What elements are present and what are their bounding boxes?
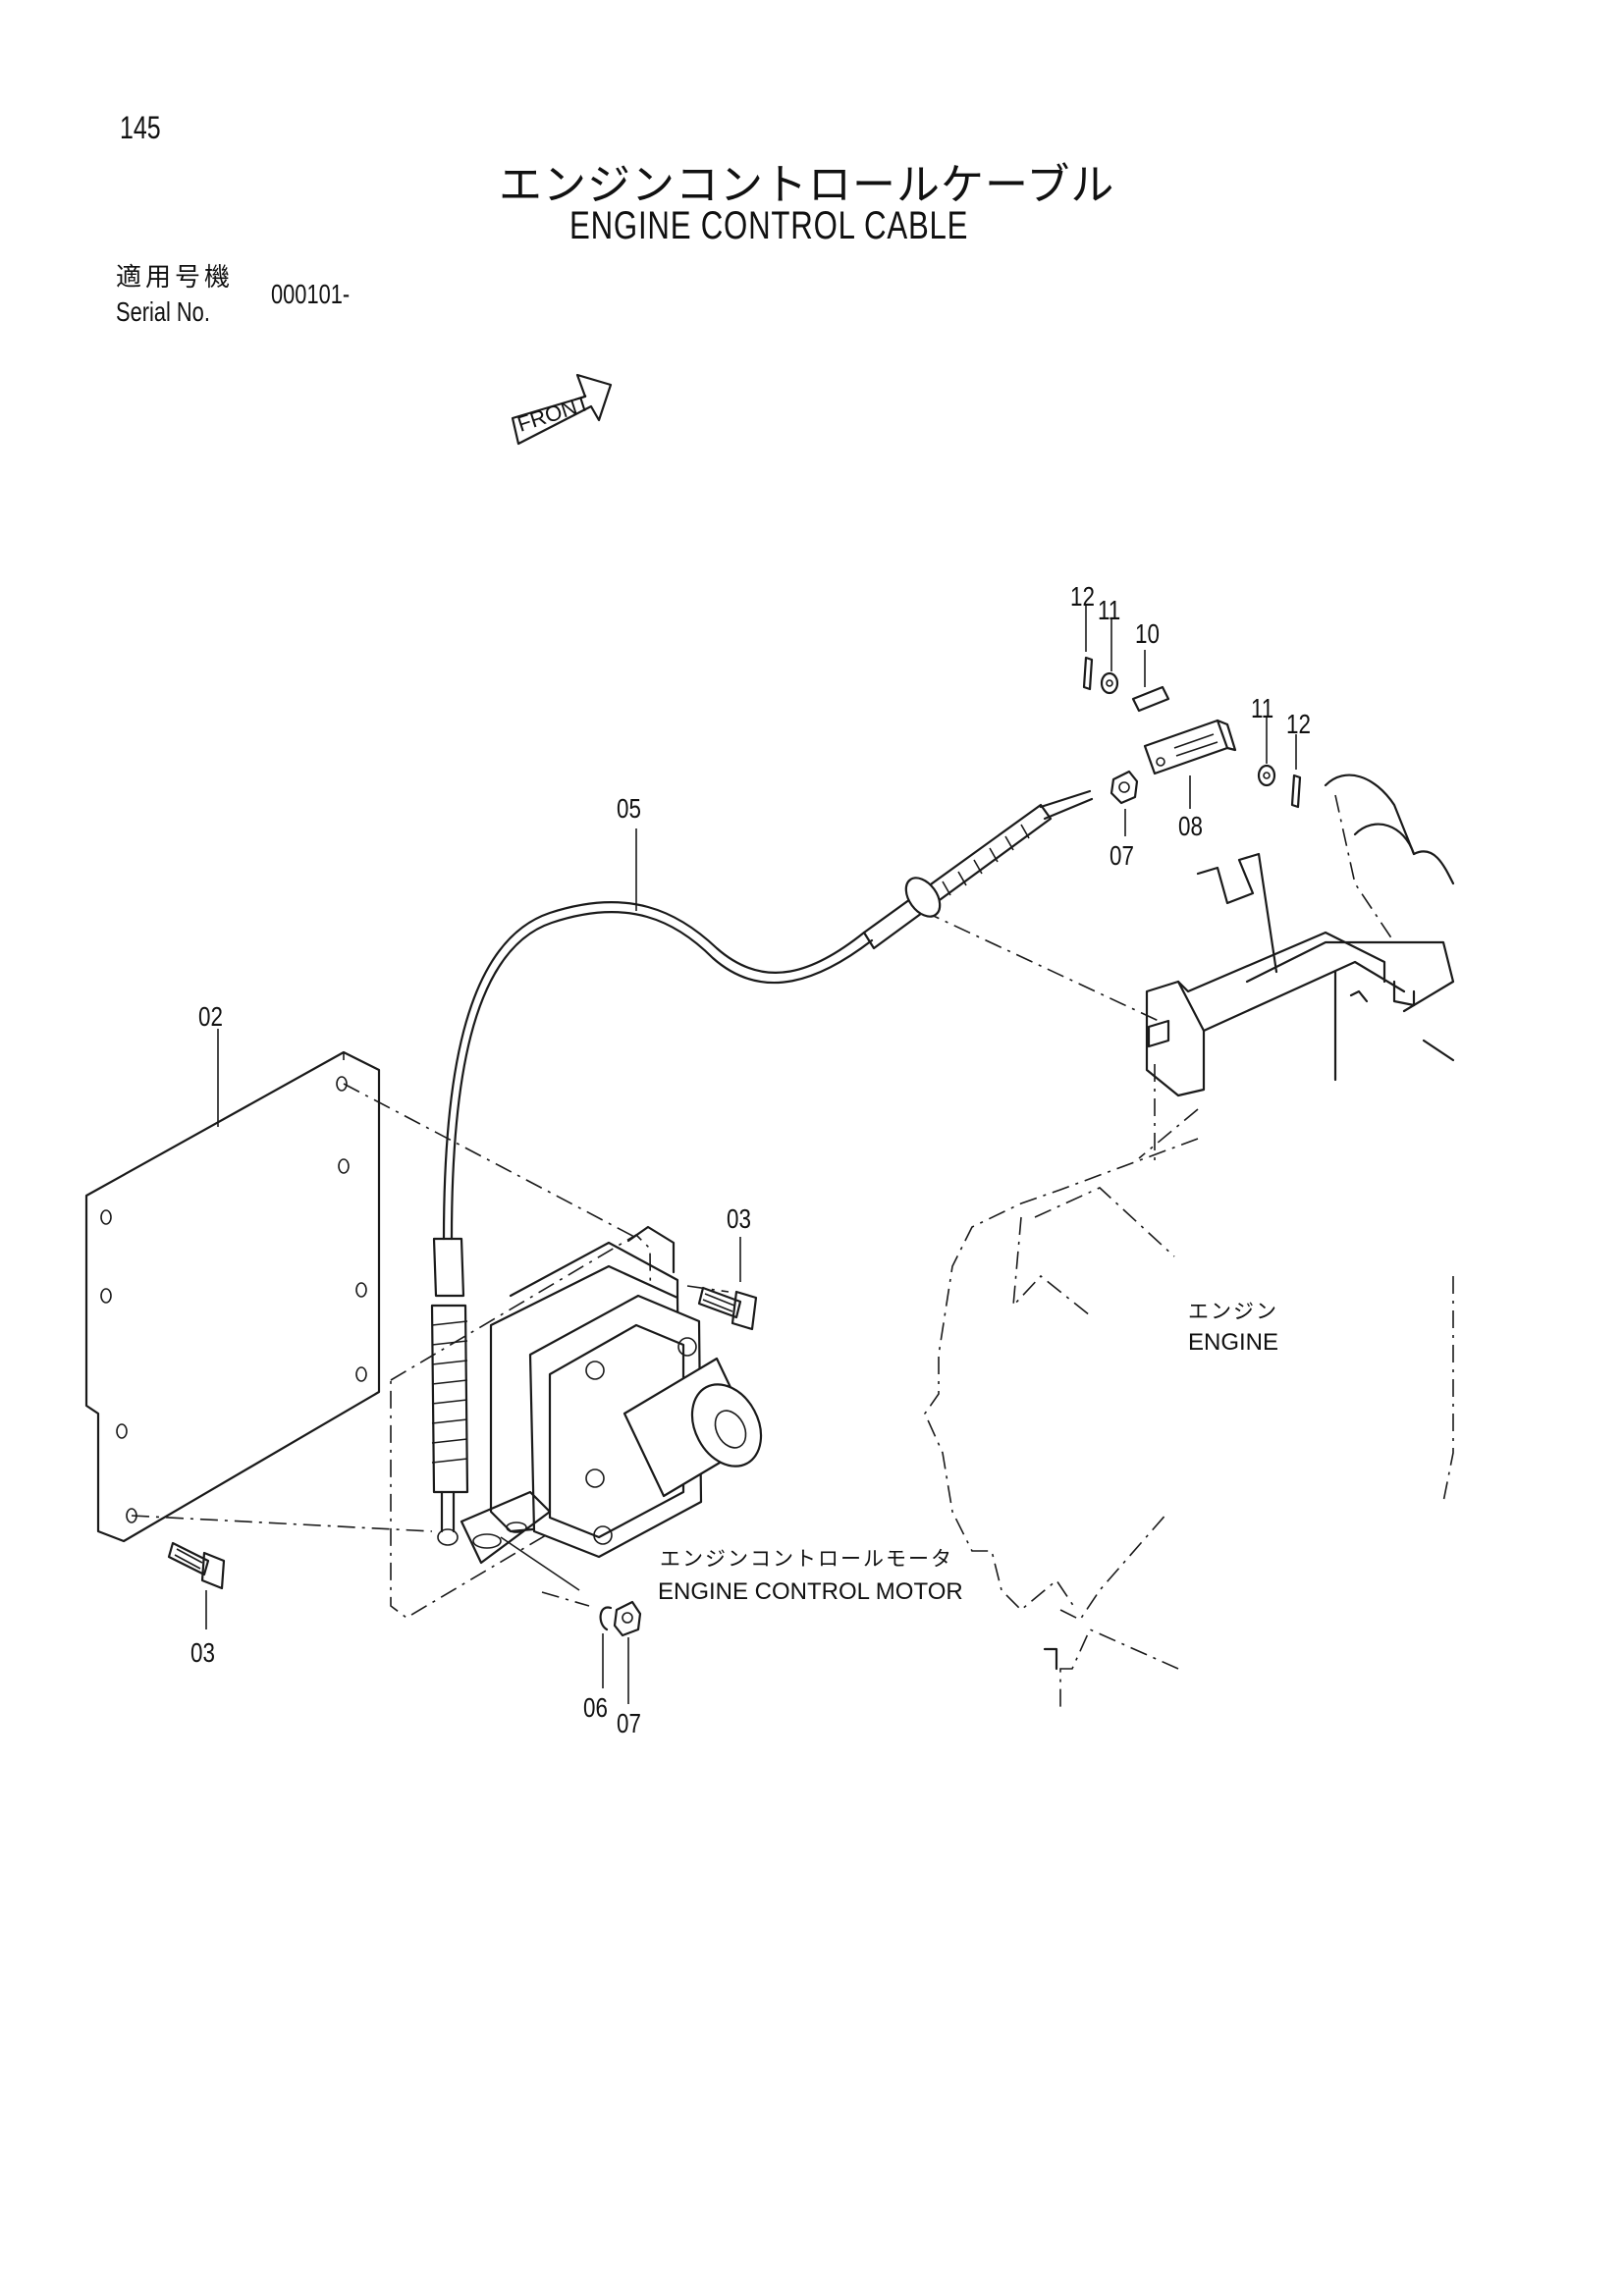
- front-arrow-label: FRONT: [514, 391, 593, 437]
- snap-ring-06: [599, 1606, 613, 1631]
- callout-08: 08: [1178, 811, 1203, 841]
- cotter-pin-12-left: [1082, 656, 1094, 691]
- bolt-03-lower: [167, 1541, 226, 1590]
- title-english: ENGINE CONTROL CABLE: [569, 204, 969, 247]
- front-arrow-icon: FRONT: [511, 373, 613, 446]
- engine-outline: [924, 1138, 1454, 1708]
- motor-label-japanese: エンジンコントロールモータ: [660, 1547, 953, 1571]
- page-number: 145: [120, 110, 161, 145]
- serial-label-japanese: 適用号機: [116, 263, 235, 293]
- callout-11-left: 11: [1098, 595, 1121, 625]
- serial-label-english: Serial No.: [116, 296, 210, 327]
- callout-07-lower: 07: [617, 1708, 641, 1738]
- control-plate-02: [84, 1050, 381, 1543]
- washer-11-left: [1100, 671, 1119, 695]
- engine-bracket: [1145, 774, 1455, 1097]
- callout-11-right: 11: [1251, 693, 1274, 723]
- title-japanese: エンジンコントロールケーブル: [499, 160, 1115, 210]
- nut-07-upper: [1110, 770, 1139, 805]
- callout-02: 02: [198, 1001, 223, 1032]
- serial-number-value: 000101-: [271, 279, 351, 309]
- nut-07-lower: [613, 1600, 642, 1637]
- callout-07-upper: 07: [1110, 840, 1134, 871]
- pin-10: [1131, 685, 1170, 713]
- engine-label-english: ENGINE: [1188, 1329, 1279, 1356]
- clevis-08: [1143, 719, 1237, 775]
- callout-12-right: 12: [1286, 709, 1311, 739]
- callout-05: 05: [617, 793, 641, 824]
- bolt-03-upper: [697, 1286, 758, 1331]
- engine-control-motor: [390, 1225, 763, 1619]
- callout-10: 10: [1135, 618, 1160, 649]
- engine-label-japanese: エンジン: [1188, 1300, 1278, 1323]
- callout-03-lower: 03: [190, 1637, 215, 1668]
- engine-control-cable-05: [430, 789, 1094, 1546]
- washer-11-right: [1257, 764, 1276, 787]
- callout-06: 06: [583, 1692, 608, 1723]
- callout-03-upper: 03: [727, 1203, 751, 1234]
- motor-label-english: ENGINE CONTROL MOTOR: [658, 1578, 963, 1605]
- cotter-pin-12-right: [1290, 774, 1302, 809]
- callout-12-left: 12: [1070, 581, 1095, 612]
